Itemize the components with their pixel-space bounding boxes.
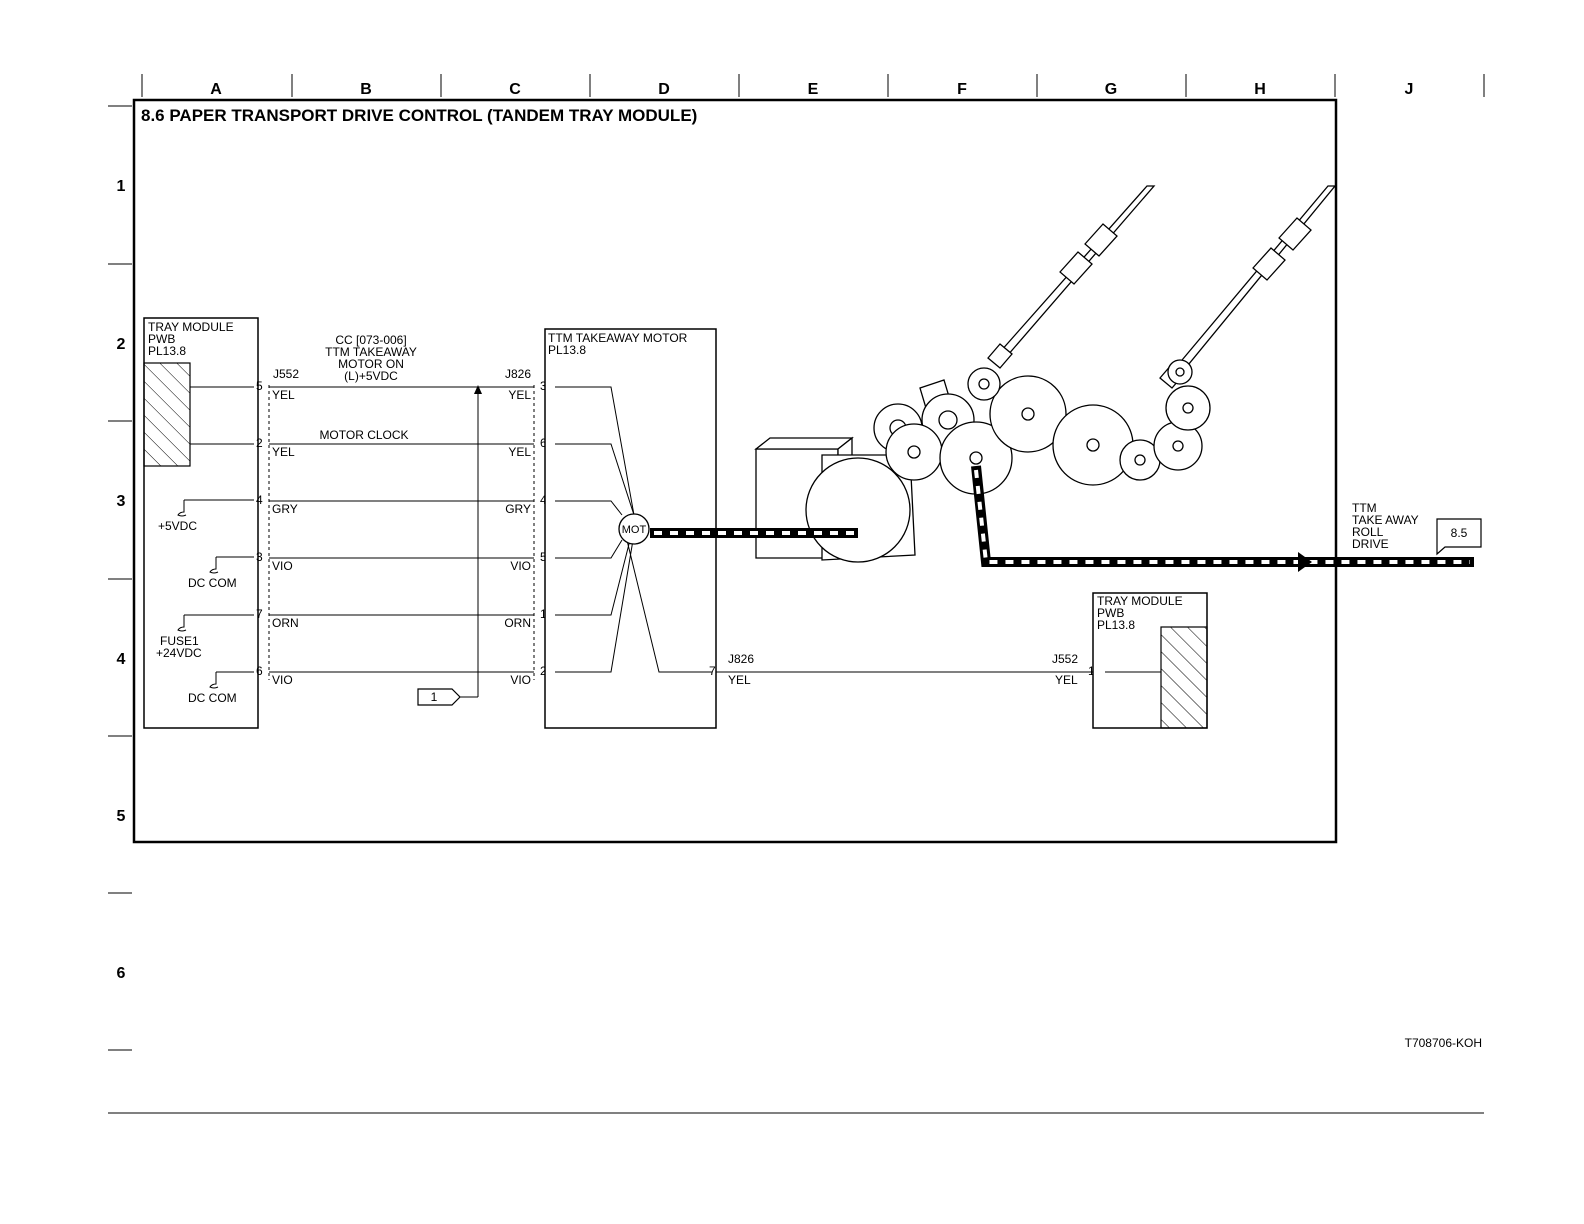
color-left-2: YEL	[272, 445, 295, 459]
label-plus-24vdc: +24VDC	[156, 646, 202, 660]
pin-right-1: 3	[540, 379, 547, 393]
connector-j826-right: J826	[728, 652, 754, 666]
output-color-pwb: YEL	[1055, 673, 1078, 687]
label-plus-5vdc: +5VDC	[158, 519, 197, 533]
pin-left-6: 6	[256, 664, 263, 678]
pwb-right-hatch	[1160, 626, 1208, 729]
label-fuse1: FUSE1	[160, 634, 199, 648]
cc-label-line3: MOTOR ON	[338, 357, 404, 371]
color-left-3: GRY	[272, 502, 298, 516]
label-dc-com-1: DC COM	[188, 576, 237, 590]
drive-ref-callout: 8.5	[1436, 518, 1482, 556]
column-label-a: A	[210, 81, 222, 98]
pin-right-5: 1	[540, 607, 547, 621]
pin-right-6: 2	[540, 664, 547, 678]
tray-module-pwb-right: TRAY MODULE PWB PL13.8	[1092, 592, 1208, 729]
drive-ref-text: 8.5	[1451, 526, 1468, 540]
pwb-right-line2: PWB	[1097, 606, 1124, 620]
pin-right-3: 4	[540, 493, 547, 507]
color-left-5: ORN	[272, 616, 299, 630]
motor-clock-label: MOTOR CLOCK	[319, 428, 408, 442]
motor-symbol-circle	[618, 513, 650, 545]
pwb-right-line1: TRAY MODULE	[1097, 594, 1183, 608]
ttm-takeaway-motor-box: TTM TAKEAWAY MOTOR PL13.8 MOT	[544, 328, 717, 729]
pin-left-2: 2	[256, 436, 263, 450]
pin-left-4: 3	[256, 550, 263, 564]
output-pin-pwb: 1	[1088, 664, 1095, 678]
row-label-4: 4	[117, 651, 126, 668]
motor-symbol-label: MOT	[622, 524, 647, 536]
column-label-j: J	[1405, 81, 1414, 98]
power-symbols: +5VDC DC COM FUSE1 +24VDC DC COM	[156, 499, 254, 705]
column-label-c: C	[509, 81, 521, 98]
color-right-5: ORN	[504, 616, 531, 630]
column-label-e: E	[808, 81, 819, 98]
pin-right-4: 5	[540, 550, 547, 564]
pwb-right-line3: PL13.8	[1097, 618, 1135, 632]
row-label-1: 1	[117, 178, 126, 195]
connector-j552-left: J552	[273, 367, 299, 381]
row-label-6: 6	[117, 965, 126, 982]
ref-flag-1: 1	[417, 688, 461, 706]
row-label-2: 2	[117, 336, 126, 353]
label-dc-com-2: DC COM	[188, 691, 237, 705]
row-label-5: 5	[117, 808, 126, 825]
left-pins: 5 2 4 3 7 6 YEL YEL GRY VIO ORN VIO YEL …	[256, 379, 547, 687]
ref-flag-1-text: 1	[431, 690, 438, 704]
color-right-4: VIO	[510, 559, 531, 573]
color-left-1: YEL	[272, 388, 295, 402]
column-label-b: B	[360, 81, 372, 98]
output-wire: 7 J826 YEL J552 YEL 1	[709, 652, 1101, 687]
pwb-left-line1: TRAY MODULE	[148, 320, 234, 334]
footer-code: T708706-KOH	[1405, 1036, 1482, 1050]
takeaway-drive-mechanism	[754, 185, 1337, 563]
drive-label-line1: TTM	[1352, 501, 1377, 515]
tray-module-pwb-left: TRAY MODULE PWB PL13.8	[143, 317, 259, 729]
color-right-1: YEL	[508, 388, 531, 402]
drive-paths	[650, 465, 1474, 572]
row-grid: 1 2 3 4 5 6	[108, 105, 132, 1051]
diagram-frame	[132, 98, 1338, 844]
drive-label-line2: TAKE AWAY	[1352, 513, 1419, 527]
cc-label-line2: TTM TAKEAWAY	[325, 345, 417, 359]
color-right-3: GRY	[505, 502, 531, 516]
cc-label-line1: CC [073-006]	[335, 333, 406, 347]
column-label-g: G	[1105, 81, 1117, 98]
color-right-6: VIO	[510, 673, 531, 687]
cc-label-line4: (L)+5VDC	[344, 369, 398, 383]
column-label-f: F	[957, 81, 967, 98]
output-color-motor: YEL	[728, 673, 751, 687]
pin-left-3: 4	[256, 493, 263, 507]
motor-box-line2: PL13.8	[548, 343, 586, 357]
harness-wires	[269, 385, 534, 698]
column-grid: A B C D E F G H J	[141, 74, 1485, 98]
output-pin-motor: 7	[709, 664, 716, 678]
pwb-left-hatch	[143, 362, 191, 467]
pin-right-2: 6	[540, 436, 547, 450]
column-label-d: D	[658, 81, 670, 98]
drive-label-line4: DRIVE	[1352, 537, 1389, 551]
motor-box-line1: TTM TAKEAWAY MOTOR	[548, 331, 688, 345]
pin-left-5: 7	[256, 607, 263, 621]
color-right-2: YEL	[508, 445, 531, 459]
connector-j826-mid: J826	[505, 367, 531, 381]
column-label-h: H	[1254, 81, 1266, 98]
pin-left-1: 5	[256, 379, 263, 393]
connector-j552-right: J552	[1052, 652, 1078, 666]
drive-label-line3: ROLL	[1352, 525, 1384, 539]
color-left-4: VIO	[272, 559, 293, 573]
pwb-left-line3: PL13.8	[148, 344, 186, 358]
pwb-left-line2: PWB	[148, 332, 175, 346]
color-left-6: VIO	[272, 673, 293, 687]
ttm-takeaway-roll-drive-label: TTM TAKE AWAY ROLL DRIVE	[1352, 501, 1419, 551]
row-label-3: 3	[117, 493, 126, 510]
diagram-title: 8.6 PAPER TRANSPORT DRIVE CONTROL (TANDE…	[141, 106, 697, 125]
